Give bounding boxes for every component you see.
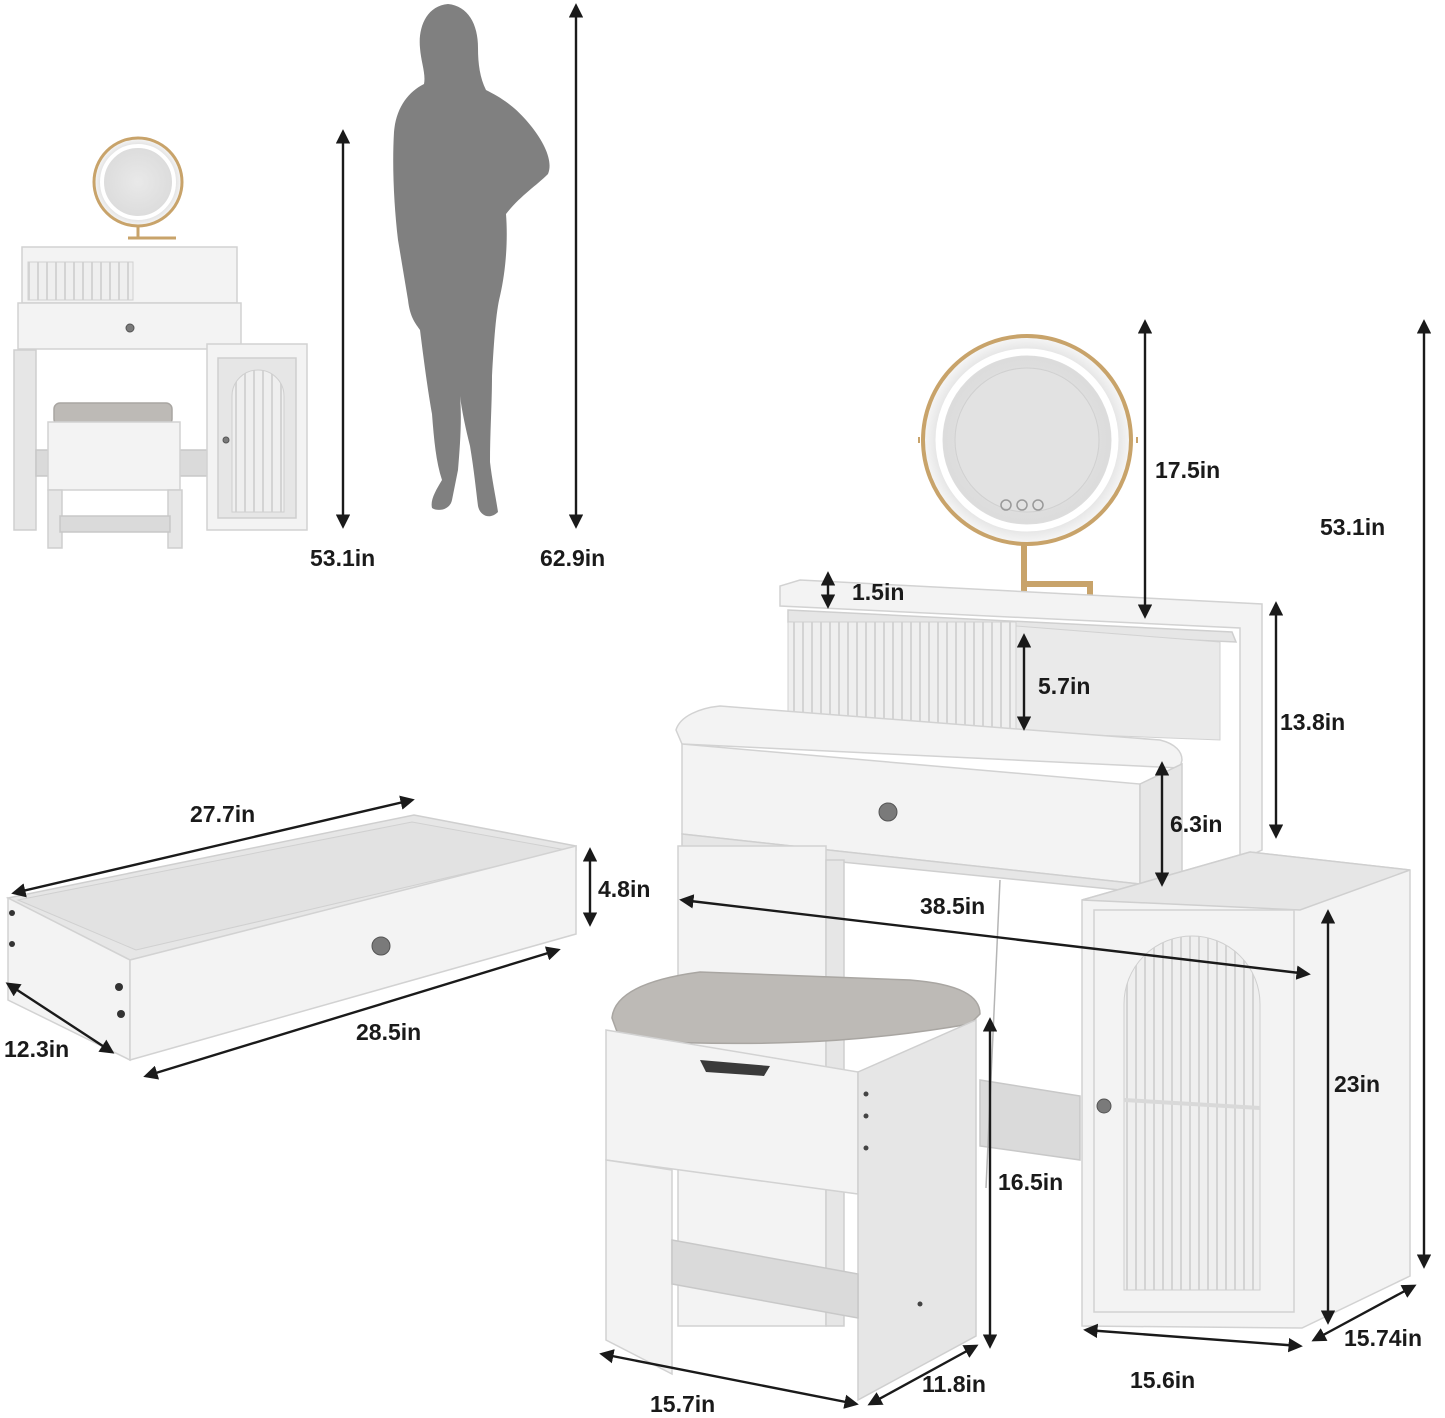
stool-height-label: 16.5in — [998, 1169, 1063, 1195]
drawer-front-height-label: 6.3in — [1170, 811, 1222, 837]
small-vanity-illustration — [13, 136, 308, 549]
small-mirror — [92, 136, 184, 228]
drawer-depth-line — [5, 982, 115, 1054]
mirror-touch-button-3[interactable] — [1032, 499, 1044, 511]
cabinet-glass — [1123, 935, 1261, 1291]
drawer-inner-length-label: 27.7in — [190, 801, 255, 827]
desk-top — [675, 705, 1183, 769]
cabinet-knob[interactable] — [1096, 1098, 1112, 1114]
mirror-touch-button-1[interactable] — [1000, 499, 1012, 511]
shelf-height-label: 5.7in — [1038, 673, 1090, 699]
drawer-height-label: 4.8in — [598, 876, 650, 902]
cabinet-depth-line — [1311, 1284, 1417, 1342]
cabinet-width-label: 15.6in — [1130, 1367, 1195, 1393]
vanity-width-line — [679, 894, 1311, 980]
drawer-outer-length-line — [143, 946, 561, 1080]
stool-leg-left — [605, 1159, 673, 1376]
small-vanity-height-label: 53.1in — [310, 545, 375, 571]
stool-width-label: 15.7in — [650, 1391, 715, 1417]
drawer-outer-length-label: 28.5in — [356, 1019, 421, 1045]
person-silhouette — [393, 4, 550, 517]
desk-drawer-knob — [878, 802, 898, 822]
stool-side — [857, 1018, 977, 1402]
stool-depth-label: 11.8in — [922, 1371, 986, 1397]
cabinet-width-line — [1083, 1323, 1303, 1353]
stool-width-line — [599, 1349, 859, 1409]
stool-handle — [700, 1060, 770, 1076]
cabinet-height-label: 23in — [1334, 1071, 1380, 1097]
small-stool — [47, 421, 181, 491]
person-height-label: 62.9in — [540, 545, 605, 571]
drawer-inner-length-line — [11, 795, 415, 898]
vanity-total-height-label: 53.1in — [1320, 514, 1385, 540]
main-vanity-illustration — [605, 334, 1411, 1402]
hutch-height-label: 13.8in — [1280, 709, 1345, 735]
vanity-width-label: 38.5in — [920, 893, 985, 919]
drawer-knob — [371, 936, 391, 956]
hutch-top-label: 1.5in — [852, 579, 904, 605]
drawer-illustration — [5, 814, 577, 1062]
stool-cushion — [611, 971, 981, 1045]
stool-depth-line — [867, 1344, 979, 1406]
drawer-depth-label: 12.3in — [4, 1036, 69, 1062]
mirror-height-label: 17.5in — [1155, 457, 1220, 483]
hutch-open-shelf — [1015, 625, 1221, 741]
cabinet-depth-label: 15.74in — [1344, 1325, 1422, 1351]
mirror-touch-button-2[interactable] — [1016, 499, 1028, 511]
